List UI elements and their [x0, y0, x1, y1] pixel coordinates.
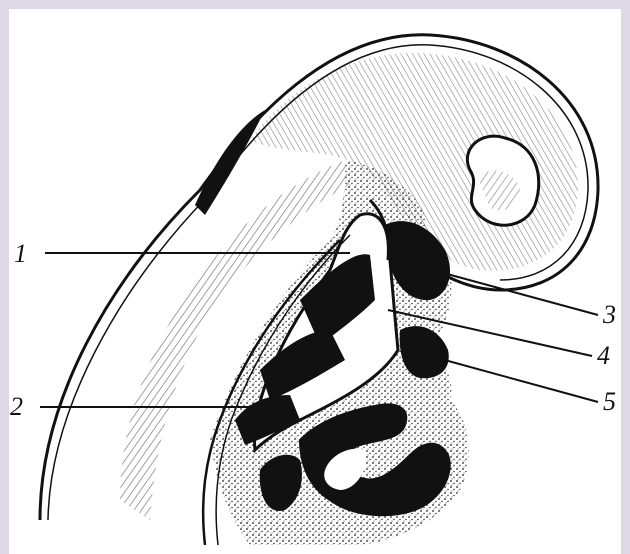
label-4: 4 — [597, 341, 610, 370]
label-3: 3 — [602, 300, 616, 329]
label-2: 2 — [10, 392, 23, 421]
label-5: 5 — [603, 387, 616, 416]
label-1: 1 — [14, 239, 27, 268]
dorsal-dark-region — [195, 110, 265, 215]
